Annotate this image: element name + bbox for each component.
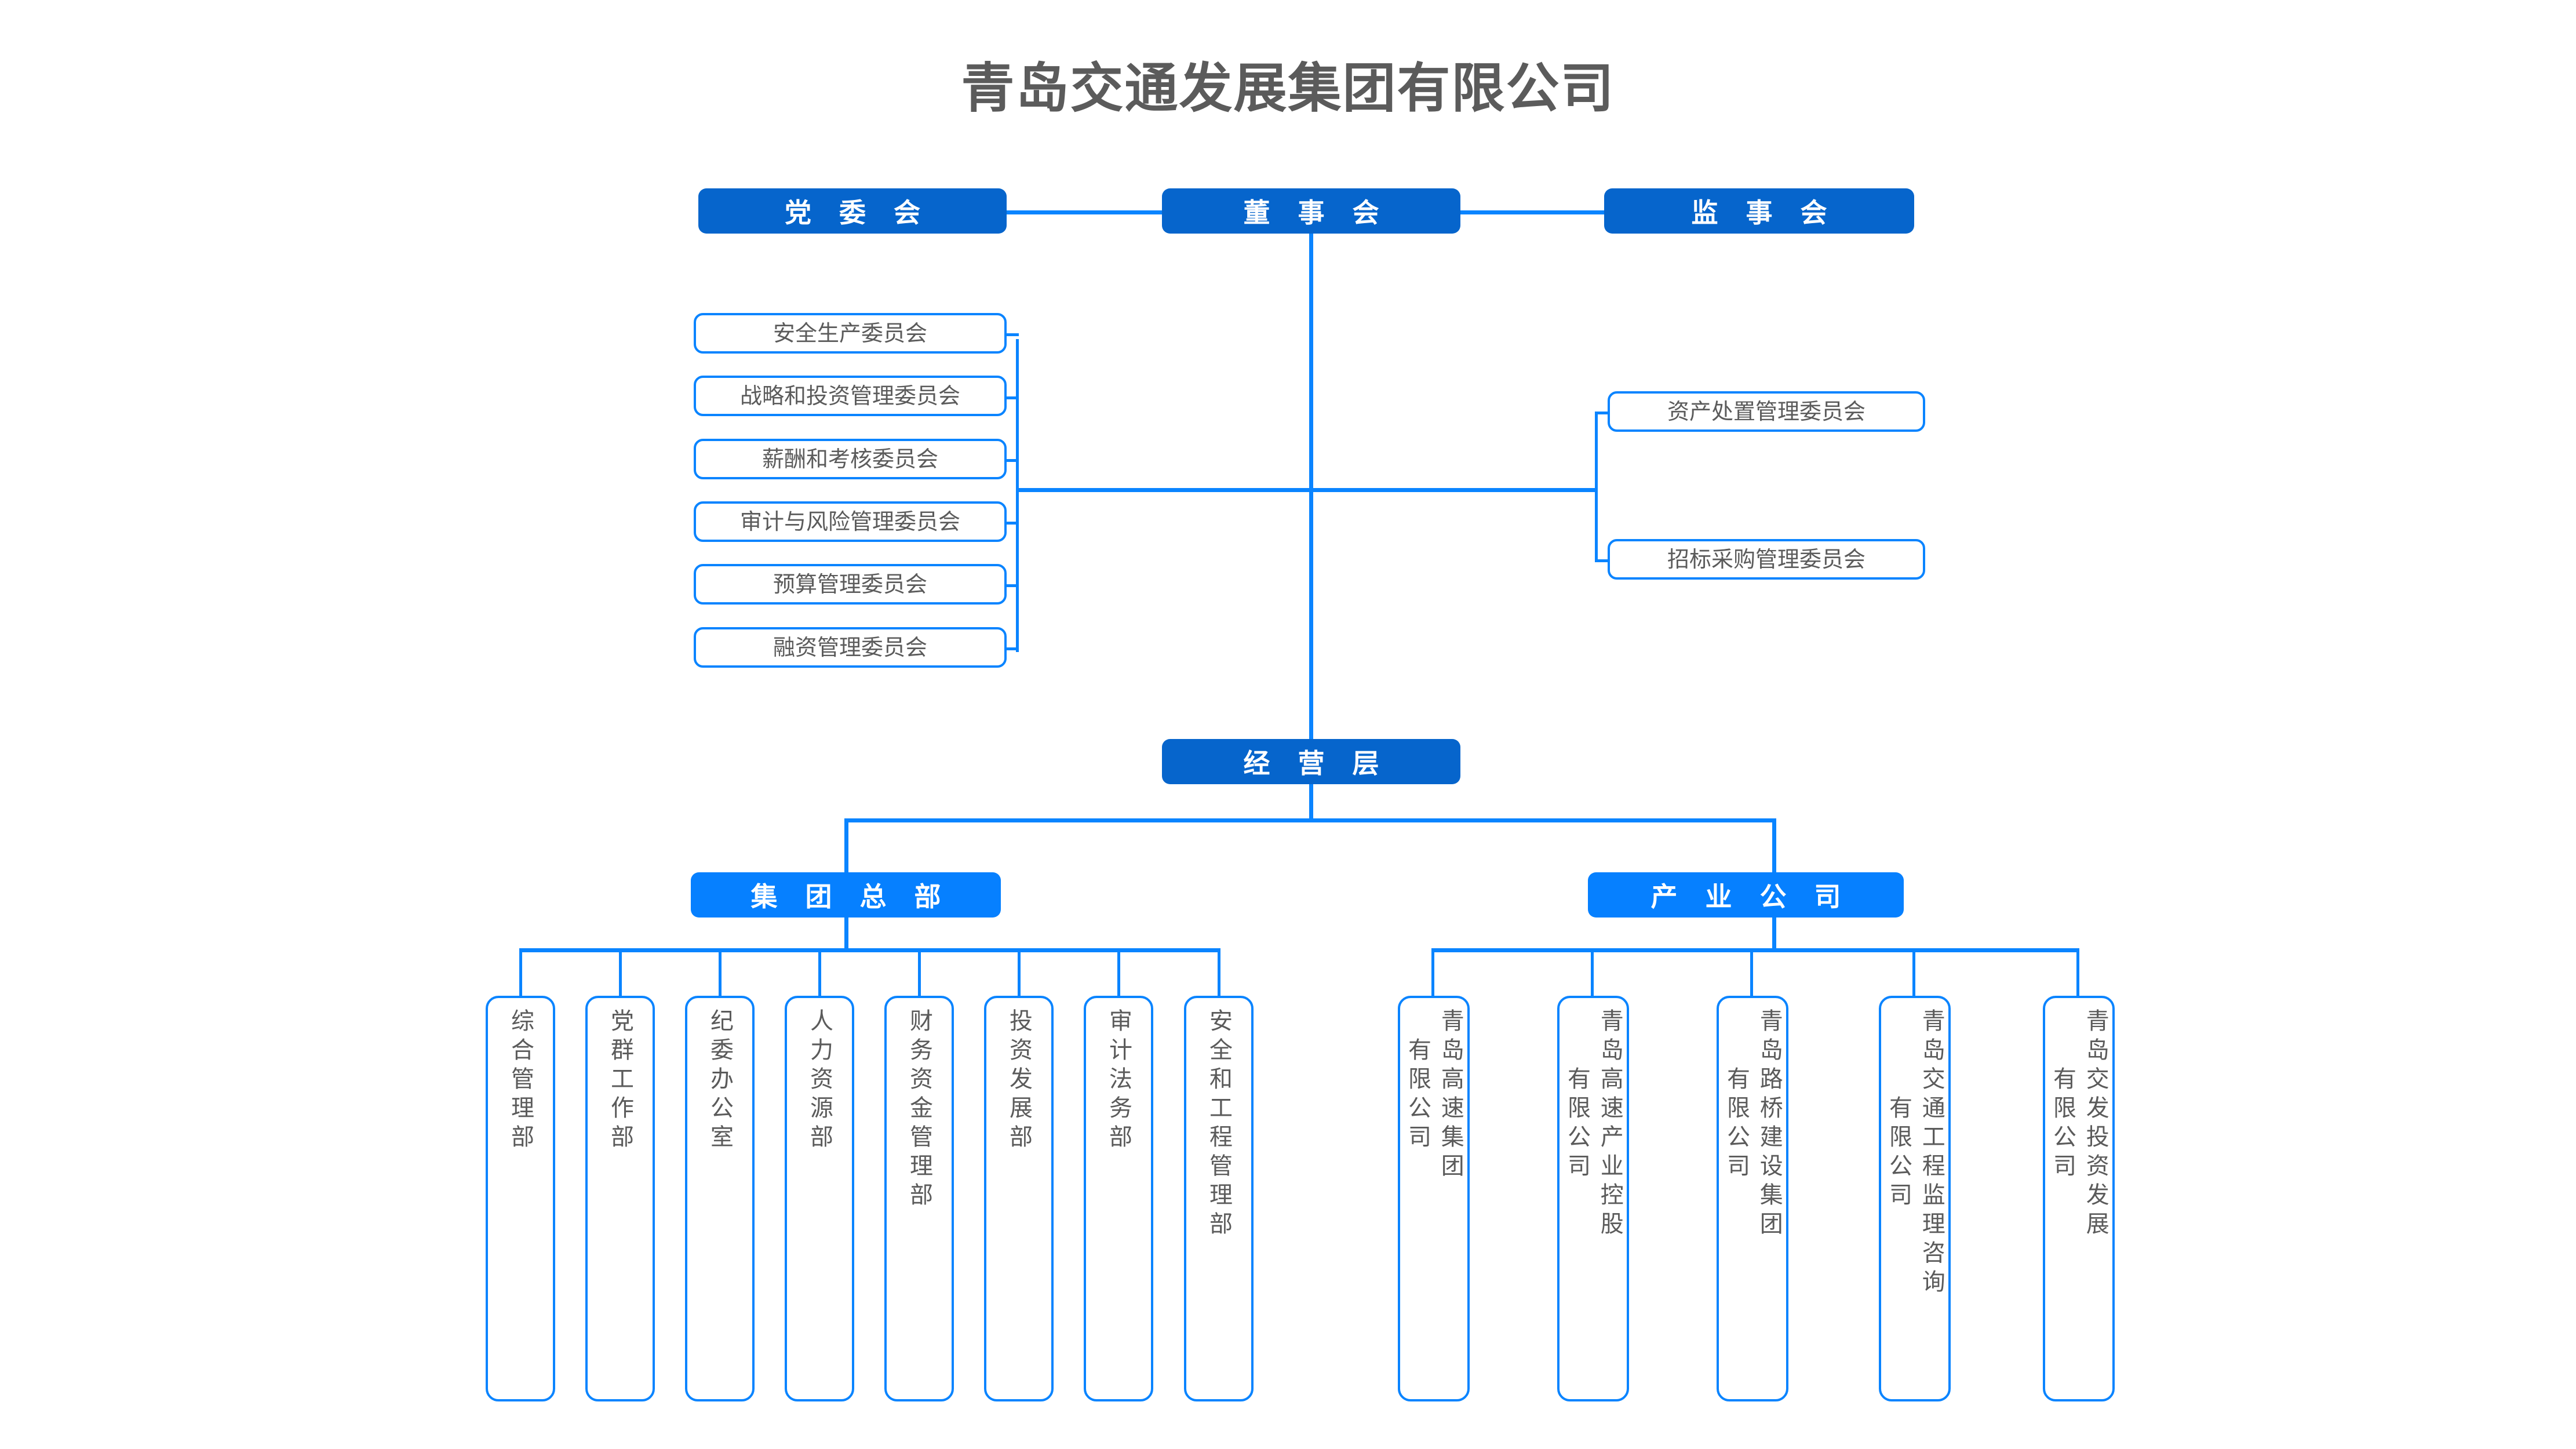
company-label: 青岛路桥建设集团 有限公司 [1723, 1009, 1783, 1240]
company-label: 青岛高速产业控股 有限公司 [1564, 1009, 1623, 1240]
connector-dept-drop-4 [818, 948, 821, 1010]
connector-left-stub-4 [1007, 522, 1019, 525]
connector-company-drop-5 [2076, 948, 2079, 1010]
connector-left-stub-6 [1007, 647, 1019, 650]
node-committee-audit-risk[interactable]: 审计与风险管理委员会 [694, 501, 1007, 542]
connector-dept-drop-3 [719, 948, 722, 1010]
node-company-qingdao-expressway-industry-holding[interactable]: 青岛高速产业控股 有限公司 [1557, 996, 1629, 1401]
department-label: 财务资金管理部 [906, 1009, 932, 1211]
company-label: 青岛交通工程监理咨询 有限公司 [1885, 1009, 1945, 1298]
connector-board-to-supervisory [1460, 210, 1604, 214]
connector-left-stub-2 [1007, 396, 1019, 399]
node-committee-safety-production[interactable]: 安全生产委员会 [694, 313, 1007, 354]
connector-company-drop-2 [1591, 948, 1594, 1010]
node-committee-asset-disposal[interactable]: 资产处置管理委员会 [1608, 391, 1925, 432]
connector-left-committee-rail [1016, 339, 1019, 652]
connector-left-stub-5 [1007, 584, 1019, 587]
node-company-qingdao-road-bridge-construction-group[interactable]: 青岛路桥建设集团 有限公司 [1717, 996, 1788, 1401]
connector-drop-headquarters [844, 818, 848, 875]
node-committee-compensation-assessment[interactable]: 薪酬和考核委员会 [694, 439, 1007, 479]
node-department-investment-development[interactable]: 投资发展部 [984, 996, 1054, 1401]
department-label: 党群工作部 [607, 1009, 633, 1153]
department-label: 安全和工程管理部 [1205, 1009, 1232, 1240]
department-label: 纪委办公室 [706, 1009, 733, 1153]
node-company-qingdao-jiaofa-investment-development[interactable]: 青岛交发投资发展 有限公司 [2043, 996, 2115, 1401]
connector-right-stub-1 [1595, 412, 1608, 414]
node-industry-companies[interactable]: 产 业 公 司 [1588, 872, 1904, 918]
node-board-of-directors[interactable]: 董 事 会 [1162, 188, 1460, 234]
connector-company-bus [1431, 948, 2079, 952]
node-management-layer[interactable]: 经 营 层 [1162, 739, 1460, 784]
connector-dept-drop-6 [1018, 948, 1021, 1010]
node-committee-strategy-investment[interactable]: 战略和投资管理委员会 [694, 376, 1007, 416]
department-label: 投资发展部 [1005, 1009, 1032, 1153]
page-title: 青岛交通发展集团有限公司 [961, 57, 1615, 119]
node-department-safety-engineering-management[interactable]: 安全和工程管理部 [1184, 996, 1254, 1401]
node-department-party-mass-work[interactable]: 党群工作部 [585, 996, 655, 1401]
node-committee-tender-procurement[interactable]: 招标采购管理委员会 [1608, 539, 1925, 580]
connector-dept-drop-2 [619, 948, 622, 1010]
node-department-audit-legal[interactable]: 审计法务部 [1084, 996, 1153, 1401]
connector-department-bus [519, 948, 1220, 952]
connector-right-committee-rail [1595, 412, 1598, 562]
node-department-general-management[interactable]: 综合管理部 [486, 996, 555, 1401]
connector-left-stub-3 [1007, 459, 1019, 462]
node-committee-financing-management[interactable]: 融资管理委员会 [694, 627, 1007, 668]
connector-branch-bus [844, 818, 1776, 822]
connector-headquarters-drop [844, 918, 848, 951]
connector-industry-drop [1772, 918, 1776, 951]
connector-party-to-board [1007, 210, 1162, 214]
department-label: 综合管理部 [507, 1009, 534, 1153]
connector-dept-drop-7 [1117, 948, 1120, 1010]
connector-right-stub-2 [1595, 559, 1608, 562]
connector-dept-drop-5 [918, 948, 921, 1010]
department-label: 人力资源部 [806, 1009, 833, 1153]
node-company-qingdao-transport-engineering-supervision-consulting[interactable]: 青岛交通工程监理咨询 有限公司 [1879, 996, 1951, 1401]
company-label: 青岛交发投资发展 有限公司 [2049, 1009, 2109, 1240]
connector-dept-drop-1 [519, 948, 522, 1010]
department-label: 审计法务部 [1105, 1009, 1132, 1153]
node-department-finance-fund-management[interactable]: 财务资金管理部 [884, 996, 954, 1401]
node-department-discipline-office[interactable]: 纪委办公室 [685, 996, 755, 1401]
node-party-committee[interactable]: 党 委 会 [698, 188, 1007, 234]
node-company-qingdao-expressway-group[interactable]: 青岛高速集团 有限公司 [1398, 996, 1470, 1401]
connector-company-drop-4 [1912, 948, 1915, 1010]
connector-committee-bus [1016, 488, 1598, 492]
connector-drop-industry [1772, 818, 1776, 875]
connector-trunk-board-to-management [1309, 234, 1313, 739]
connector-company-drop-1 [1431, 948, 1434, 1010]
node-committee-budget-management[interactable]: 预算管理委员会 [694, 564, 1007, 605]
connector-management-to-branch-bus [1309, 784, 1313, 821]
node-department-human-resources[interactable]: 人力资源部 [785, 996, 854, 1401]
company-label: 青岛高速集团 有限公司 [1404, 1009, 1464, 1182]
node-group-headquarters[interactable]: 集 团 总 部 [691, 872, 1001, 918]
connector-left-stub-1 [1007, 333, 1019, 336]
node-supervisory-board[interactable]: 监 事 会 [1604, 188, 1914, 234]
connector-company-drop-3 [1750, 948, 1753, 1010]
connector-dept-drop-8 [1218, 948, 1220, 1010]
